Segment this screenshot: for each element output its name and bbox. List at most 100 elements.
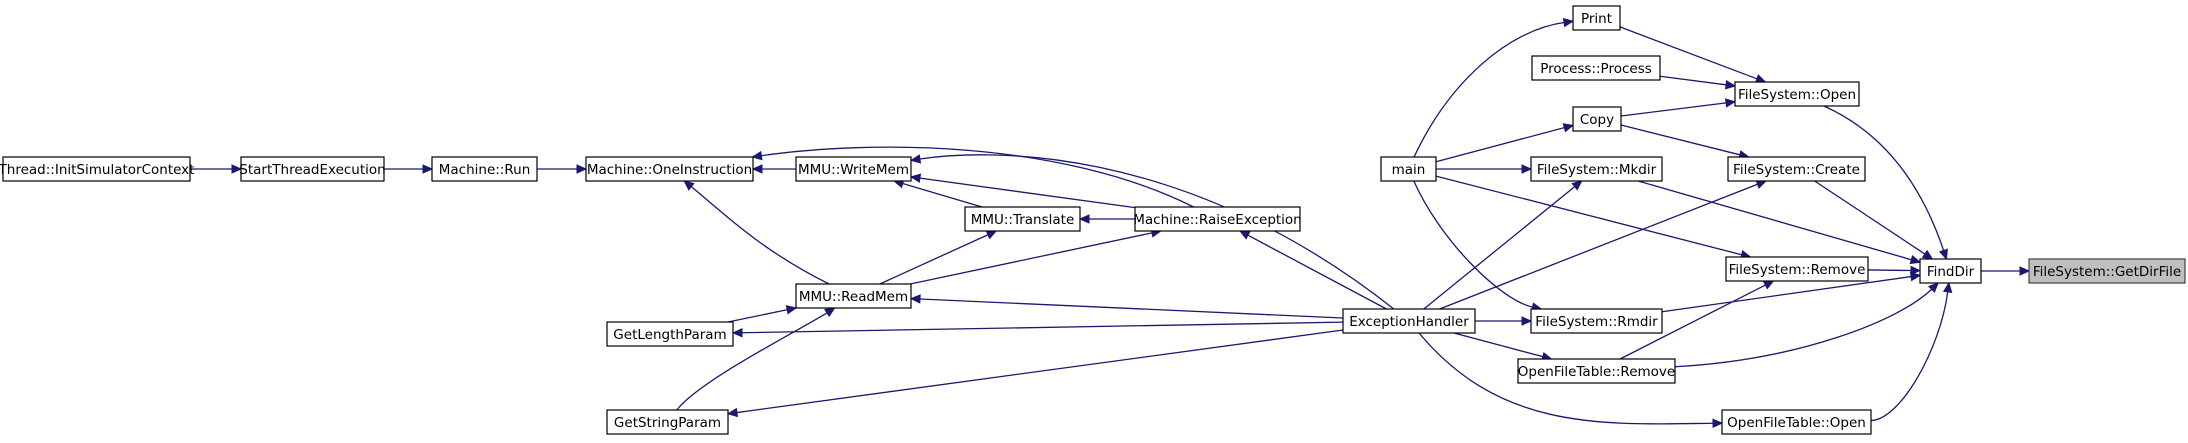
node-finddir[interactable]: FindDir xyxy=(1919,258,1982,284)
node-fsmkdir[interactable]: FileSystem::Mkdir xyxy=(1530,156,1663,182)
arrowhead xyxy=(751,150,763,161)
node-label: FileSystem::Mkdir xyxy=(1537,162,1657,178)
node-raiseex[interactable]: Machine::RaiseException xyxy=(1133,206,1302,232)
arrowhead xyxy=(1910,265,1922,276)
node-label: Thread::InitSimulatorContext xyxy=(0,162,194,178)
edge-line xyxy=(1814,180,1926,255)
node-readmem[interactable]: MMU::ReadMem xyxy=(795,283,912,309)
node-exhandler[interactable]: ExceptionHandler xyxy=(1342,308,1476,334)
node-main[interactable]: main xyxy=(1380,156,1437,182)
edge-line xyxy=(1435,175,1742,256)
edge-line xyxy=(910,232,1153,285)
edge-exhandler-to-fsrmdir xyxy=(1475,316,1533,326)
node-label: MMU::WriteMem xyxy=(798,162,909,178)
edge-raiseex-to-oneinstr xyxy=(751,146,1194,208)
edge-line xyxy=(676,312,828,411)
edge-finddir-to-getdirfile xyxy=(1981,266,2031,276)
node-label: OpenFileTable::Remove xyxy=(1518,364,1675,380)
node-box xyxy=(1342,308,1476,334)
node-initsim[interactable]: Thread::InitSimulatorContext xyxy=(0,156,194,182)
arrowhead xyxy=(1921,249,1934,260)
node-getlength[interactable]: GetLengthParam xyxy=(606,321,734,347)
arrowhead xyxy=(1078,214,1090,224)
edge-line xyxy=(1435,127,1565,163)
node-copy[interactable]: Copy xyxy=(1572,106,1622,132)
edge-line xyxy=(879,234,989,285)
arrowhead xyxy=(1762,280,1775,290)
node-print[interactable]: Print xyxy=(1572,5,1621,31)
node-oneinstr[interactable]: Machine::OneInstruction xyxy=(585,156,754,182)
arrowhead xyxy=(1755,180,1768,189)
edge-machrun-to-oneinstr xyxy=(537,164,588,174)
edge-main-to-print xyxy=(1413,17,1575,158)
graph-nodes: Thread::InitSimulatorContext StartThreadE… xyxy=(0,5,2186,435)
edge-initsim-to-startthread xyxy=(190,164,243,174)
edge-readmem-to-raiseex xyxy=(910,228,1162,285)
arrowhead xyxy=(576,164,588,174)
node-box xyxy=(2028,258,2186,284)
node-startthread[interactable]: StartThreadExecution xyxy=(239,156,386,182)
edge-line xyxy=(1661,275,1912,313)
edge-line xyxy=(1870,291,1949,422)
node-getstring[interactable]: GetStringParam xyxy=(606,409,729,435)
arrowhead xyxy=(909,173,922,183)
edge-line xyxy=(1439,183,1758,310)
node-box xyxy=(2,156,191,182)
node-getdirfile[interactable]: FileSystem::GetDirFile xyxy=(2028,258,2186,284)
arrowhead xyxy=(909,154,922,164)
node-writemem[interactable]: MMU::WriteMem xyxy=(795,156,912,182)
node-label: GetStringParam xyxy=(614,415,721,431)
edge-fsremove-to-finddir xyxy=(1867,265,1922,276)
arrowhead xyxy=(1942,281,1953,294)
arrowhead xyxy=(1571,180,1583,191)
node-fsremove[interactable]: FileSystem::Remove xyxy=(1725,256,1869,282)
node-label: Process::Process xyxy=(1540,61,1652,77)
edge-exhandler-to-raiseex xyxy=(1238,230,1387,310)
node-box xyxy=(1725,256,1869,282)
node-label: FileSystem::Remove xyxy=(1729,262,1866,278)
node-machrun[interactable]: Machine::Run xyxy=(431,156,538,182)
node-oftremove[interactable]: OpenFileTable::Remove xyxy=(1517,358,1676,384)
edge-exhandler-to-getstring xyxy=(726,329,1344,418)
node-oftopen[interactable]: OpenFileTable::Open xyxy=(1721,409,1872,435)
node-label: FindDir xyxy=(1927,264,1975,280)
node-fscreate[interactable]: FileSystem::Create xyxy=(1727,156,1866,182)
edge-line xyxy=(736,329,1344,414)
node-label: main xyxy=(1392,162,1426,178)
node-label: FileSystem::Open xyxy=(1738,87,1856,103)
edge-line xyxy=(1620,102,1727,117)
node-label: Print xyxy=(1581,11,1612,27)
node-label: Machine::Run xyxy=(439,162,531,178)
node-procproc[interactable]: Process::Process xyxy=(1531,55,1661,81)
arrowhead xyxy=(422,164,434,174)
node-box xyxy=(1134,206,1301,232)
node-fsopen[interactable]: FileSystem::Open xyxy=(1734,81,1860,107)
edge-line xyxy=(741,321,1344,334)
node-box xyxy=(431,156,538,182)
arrowhead xyxy=(1562,17,1575,28)
edge-exhandler-to-writemem xyxy=(909,154,1395,310)
edge-line xyxy=(1823,105,1945,251)
node-fsrmdir[interactable]: FileSystem::Rmdir xyxy=(1530,308,1663,334)
node-translate[interactable]: MMU::Translate xyxy=(964,206,1081,232)
arrowhead xyxy=(1521,316,1533,326)
arrowhead xyxy=(683,180,695,191)
edge-line xyxy=(1637,180,1912,261)
edge-main-to-fsremove xyxy=(1435,175,1752,260)
edge-main-to-copy xyxy=(1435,123,1575,163)
arrowhead xyxy=(2019,266,2031,276)
edge-exhandler-to-readmem xyxy=(909,294,1344,319)
edge-exhandler-to-fsmkdir xyxy=(1423,180,1583,310)
edge-line xyxy=(1620,124,1741,156)
edge-writemem-to-oneinstr xyxy=(751,164,796,174)
edge-procproc-to-fsopen xyxy=(1659,75,1737,90)
edge-exhandler-to-oftremove xyxy=(1453,332,1553,362)
arrowhead xyxy=(824,307,836,318)
arrowhead xyxy=(785,305,798,315)
edge-readmem-to-translate xyxy=(879,230,998,285)
edge-line xyxy=(1619,284,1766,360)
arrowhead xyxy=(1909,271,1922,282)
arrowhead xyxy=(1909,254,1922,265)
edge-exhandler-to-oftopen xyxy=(1418,332,1724,429)
node-label: Copy xyxy=(1580,112,1614,128)
